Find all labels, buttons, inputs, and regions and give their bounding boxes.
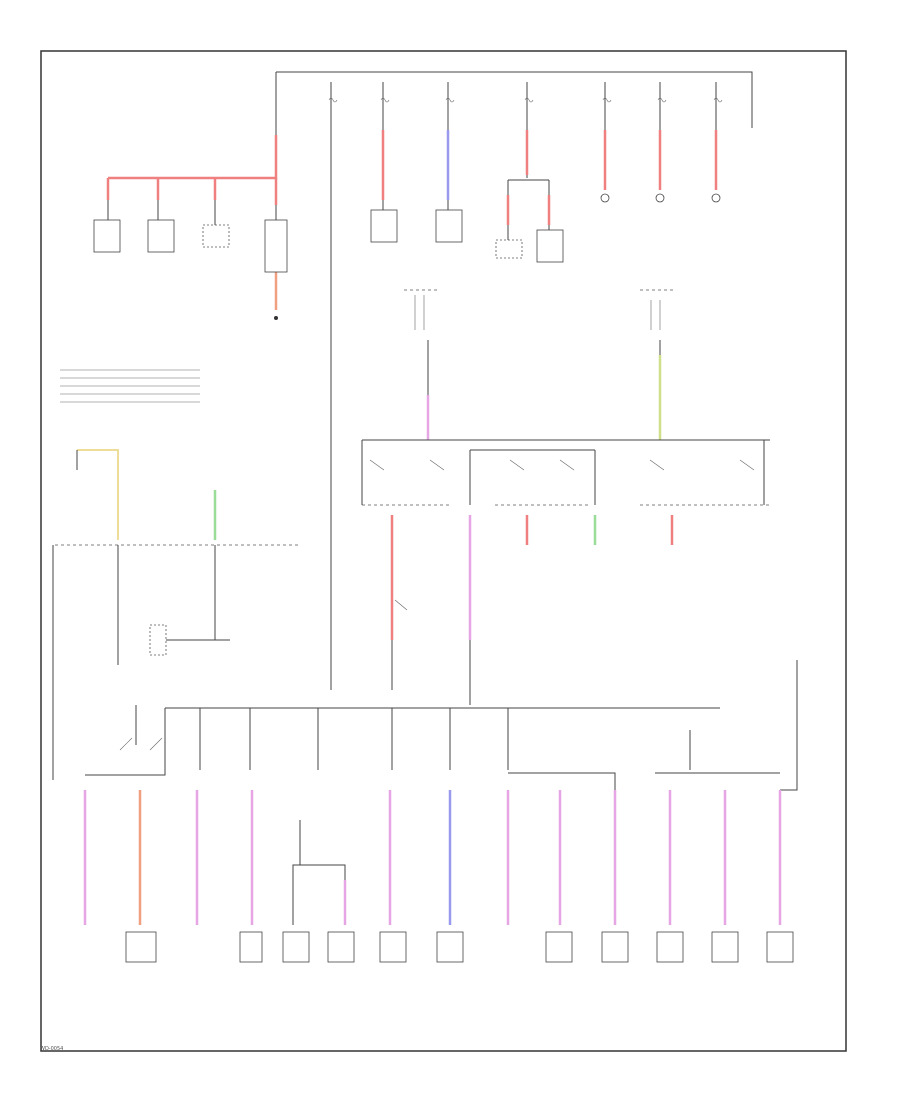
left-relay-section bbox=[52, 369, 300, 780]
top-power-bus bbox=[275, 71, 753, 690]
page-reference: WD-0054 bbox=[40, 1046, 63, 1052]
middle-switch-section bbox=[361, 340, 770, 506]
middle-colored-wires bbox=[390, 515, 674, 705]
bottom-components bbox=[125, 931, 794, 963]
top-components bbox=[93, 193, 721, 320]
top-colored-wires bbox=[106, 130, 718, 310]
top-fuses bbox=[328, 97, 723, 103]
diagram-frame bbox=[40, 50, 847, 1052]
lower-power-bus bbox=[85, 660, 798, 791]
bottom-colored-wires bbox=[83, 790, 782, 925]
